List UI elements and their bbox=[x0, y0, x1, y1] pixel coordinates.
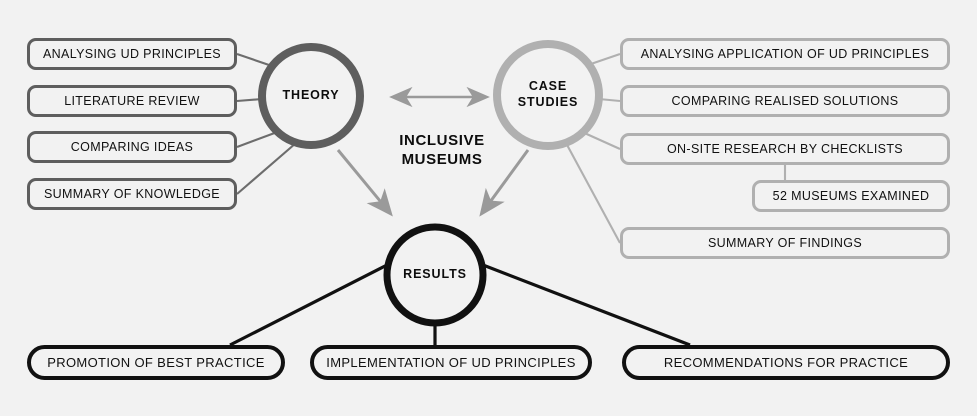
theory-item-1[interactable]: LITERATURE REVIEW bbox=[27, 85, 237, 117]
case-item-label: 52 MUSEUMS EXAMINED bbox=[772, 189, 930, 203]
result-item-2[interactable]: RECOMMENDATIONS FOR PRACTICE bbox=[622, 345, 950, 380]
theory-circle[interactable] bbox=[258, 43, 364, 149]
theory-item-0[interactable]: ANALYSING UD PRINCIPLES bbox=[27, 38, 237, 70]
case-item-3[interactable]: 52 MUSEUMS EXAMINED bbox=[752, 180, 950, 212]
result-item-label: IMPLEMENTATION OF UD PRINCIPLES bbox=[326, 355, 576, 370]
theory-item-label: COMPARING IDEAS bbox=[70, 140, 194, 154]
center-label-line1: INCLUSIVE bbox=[399, 132, 485, 149]
theory-spokes bbox=[236, 53, 297, 195]
case-item-4[interactable]: SUMMARY OF FINDINGS bbox=[620, 227, 950, 259]
result-item-1[interactable]: IMPLEMENTATION OF UD PRINCIPLES bbox=[310, 345, 592, 380]
case-item-2[interactable]: ON-SITE RESEARCH BY CHECKLISTS bbox=[620, 133, 950, 165]
results-spokes bbox=[229, 263, 691, 347]
case-results-arrow bbox=[479, 149, 530, 217]
theory-item-label: SUMMARY OF KNOWLEDGE bbox=[43, 187, 220, 201]
case-item-label: ANALYSING APPLICATION OF UD PRINCIPLES bbox=[640, 47, 930, 61]
case-item-0[interactable]: ANALYSING APPLICATION OF UD PRINCIPLES bbox=[620, 38, 950, 70]
result-item-label: PROMOTION OF BEST PRACTICE bbox=[47, 355, 265, 370]
case-item-label: COMPARING REALISED SOLUTIONS bbox=[671, 94, 899, 108]
theory-item-label: LITERATURE REVIEW bbox=[64, 94, 200, 108]
case-item-label: ON-SITE RESEARCH BY CHECKLISTS bbox=[666, 142, 903, 156]
center-label-line2: MUSEUMS bbox=[401, 151, 483, 169]
case-studies-circle[interactable] bbox=[493, 40, 603, 150]
results-circle[interactable] bbox=[383, 223, 487, 327]
theory-item-3[interactable]: SUMMARY OF KNOWLEDGE bbox=[27, 178, 237, 210]
case-item-1[interactable]: COMPARING REALISED SOLUTIONS bbox=[620, 85, 950, 117]
result-item-0[interactable]: PROMOTION OF BEST PRACTICE bbox=[27, 345, 285, 380]
result-item-label: RECOMMENDATIONS FOR PRACTICE bbox=[663, 355, 909, 370]
page-title: INCLUSIVE MUSEUMS bbox=[372, 131, 512, 169]
case-item-label: SUMMARY OF FINDINGS bbox=[707, 236, 863, 250]
theory-item-label: ANALYSING UD PRINCIPLES bbox=[42, 47, 221, 61]
theory-item-2[interactable]: COMPARING IDEAS bbox=[27, 131, 237, 163]
theory-results-arrow bbox=[336, 149, 393, 217]
case-spokes bbox=[565, 53, 787, 244]
